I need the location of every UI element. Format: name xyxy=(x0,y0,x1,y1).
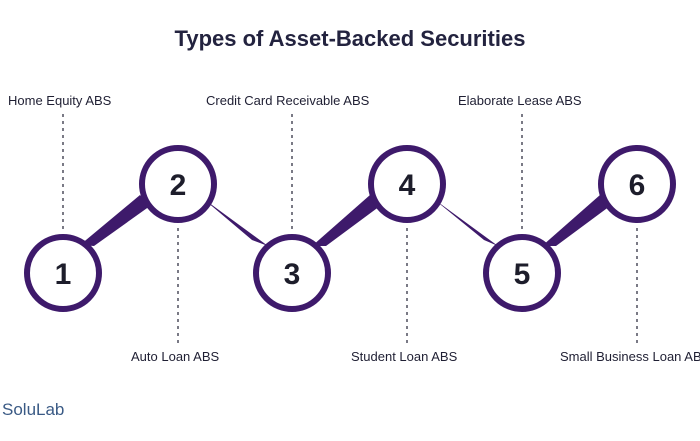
step-node-2: 2 xyxy=(139,145,217,223)
step-node-4: 4 xyxy=(368,145,446,223)
connector-3-4 xyxy=(312,195,380,246)
step-label-2: Auto Loan ABS xyxy=(131,349,220,364)
brand-logo: SoluLab xyxy=(2,400,65,419)
step-node-1: 1 xyxy=(24,234,102,312)
diagram-title: Types of Asset-Backed Securities xyxy=(174,26,526,51)
step-number-3: 3 xyxy=(284,258,301,291)
step-number-1: 1 xyxy=(55,258,72,291)
step-node-6: 6 xyxy=(598,145,676,223)
step-label-6: Small Business Loan ABS xyxy=(560,349,700,364)
connectors xyxy=(80,195,610,246)
step-nodes: 1 2 3 4 5 6 xyxy=(24,145,676,312)
connector-5-6 xyxy=(542,195,610,246)
step-node-5: 5 xyxy=(483,234,561,312)
step-number-5: 5 xyxy=(514,258,531,291)
connector-1-2 xyxy=(80,195,150,246)
step-node-3: 3 xyxy=(253,234,331,312)
step-label-4: Student Loan ABS xyxy=(351,349,458,364)
step-label-3: Credit Card Receivable ABS xyxy=(206,93,370,108)
step-number-6: 6 xyxy=(629,169,646,202)
leader-lines xyxy=(62,114,638,345)
step-label-5: Elaborate Lease ABS xyxy=(458,93,582,108)
step-label-1: Home Equity ABS xyxy=(8,93,112,108)
step-number-4: 4 xyxy=(399,169,416,202)
step-number-2: 2 xyxy=(170,169,187,202)
